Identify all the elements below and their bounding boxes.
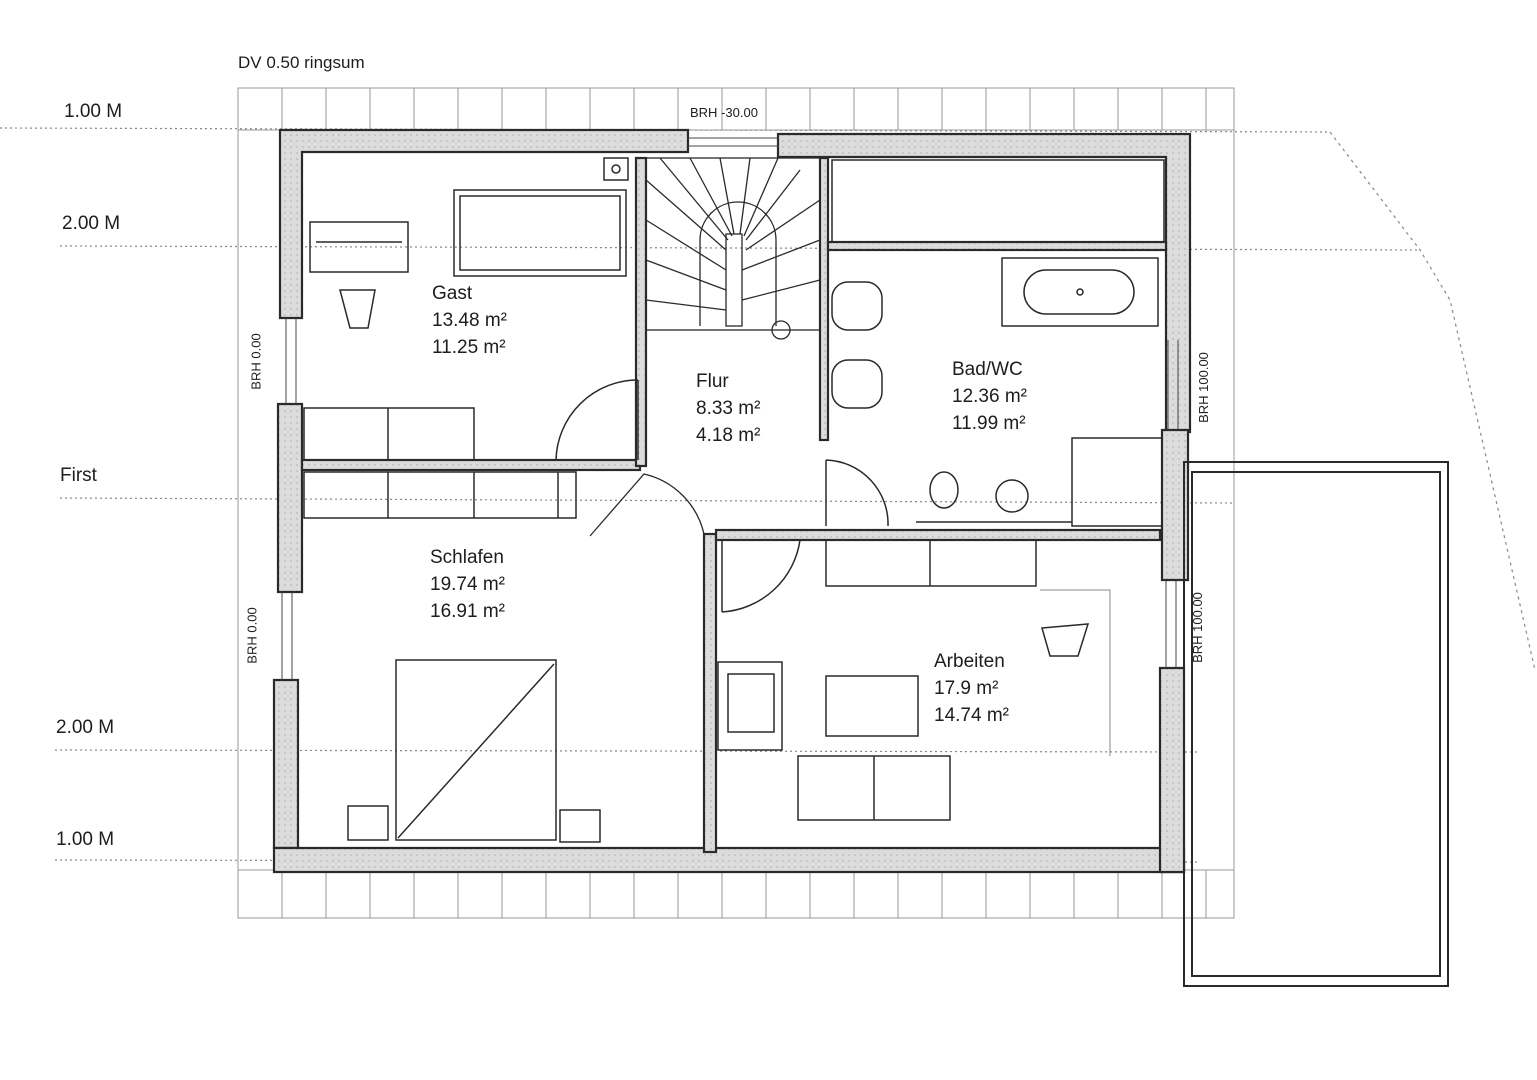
room-gast-area-gross: 13.48 m²	[432, 310, 507, 331]
arbeiten-furniture	[717, 539, 1111, 821]
room-gast-name: Gast	[432, 283, 473, 304]
room-bad: Bad/WC 12.36 m² 11.99 m²	[952, 356, 1027, 437]
gast-bed	[453, 189, 627, 277]
height-label-2m-top: 2.00 M	[62, 213, 121, 234]
arbeiten-chair	[1041, 623, 1090, 657]
roof-edge-line	[1329, 131, 1536, 671]
room-arbeiten-area-gross: 17.9 m²	[934, 678, 999, 699]
room-flur-area-net: 4.18 m²	[696, 425, 761, 446]
brh-right-upper: BRH 100.00	[1195, 352, 1211, 423]
arbeiten-door	[721, 539, 801, 613]
schlafen-furniture	[303, 471, 601, 843]
walls	[272, 128, 1192, 874]
height-label-1m-bottom: 1.00 M	[56, 829, 115, 850]
sink-2	[831, 359, 883, 409]
room-schlafen-area-gross: 19.74 m²	[430, 574, 505, 595]
windows	[281, 137, 1179, 680]
toilet-2	[995, 479, 1029, 513]
gast-door	[555, 379, 639, 461]
brh-left-lower: BRH 0.00	[244, 607, 260, 664]
nightstand-right	[559, 809, 601, 843]
height-label-2m-bottom: 2.00 M	[56, 717, 115, 738]
brh-right-lower: BRH 100.00	[1189, 592, 1205, 663]
arbeiten-cabinet	[825, 539, 1037, 587]
room-flur-area-gross: 8.33 m²	[696, 398, 761, 419]
double-bed	[395, 659, 557, 841]
brh-left-upper: BRH 0.00	[248, 333, 264, 390]
room-bad-area-net: 11.99 m²	[952, 413, 1026, 434]
room-schlafen-area-net: 16.91 m²	[430, 601, 505, 622]
gast-chair	[339, 289, 376, 329]
bad-furniture	[825, 159, 1165, 527]
height-line-2m-bottom	[54, 749, 1201, 753]
room-flur: Flur 8.33 m² 4.18 m²	[696, 368, 760, 449]
arbeiten-desk	[825, 675, 919, 737]
flur-door	[589, 473, 705, 537]
room-gast-area-net: 11.25 m²	[432, 337, 506, 358]
room-schlafen: Schlafen 19.74 m² 16.91 m²	[430, 544, 505, 625]
room-bad-name: Bad/WC	[952, 359, 1023, 380]
toilet-1	[929, 471, 959, 509]
bad-door	[825, 459, 889, 527]
schlafen-wardrobe	[303, 471, 577, 519]
room-arbeiten-name: Arbeiten	[934, 651, 1005, 672]
height-line-2m-top	[59, 245, 1421, 251]
room-flur-name: Flur	[696, 371, 729, 392]
height-line-first	[59, 497, 1236, 504]
height-line-1m-bottom	[54, 859, 1201, 863]
room-bad-area-gross: 12.36 m²	[952, 386, 1027, 407]
room-arbeiten: Arbeiten 17.9 m² 14.74 m²	[934, 648, 1009, 729]
nightstand-left	[347, 805, 389, 841]
shower	[1071, 437, 1163, 527]
gast-wardrobe	[303, 407, 475, 461]
sink-1	[831, 281, 883, 331]
gast-shelf	[309, 221, 409, 273]
staircase	[589, 157, 821, 537]
brh-top-label: BRH -30.00	[690, 105, 758, 120]
room-schlafen-name: Schlafen	[430, 547, 504, 568]
gast-sink	[603, 157, 629, 181]
overhang-note: DV 0.50 ringsum	[238, 53, 365, 72]
room-gast: Gast 13.48 m² 11.25 m²	[432, 280, 507, 361]
gast-furniture	[303, 157, 639, 461]
bathtub	[1001, 257, 1159, 327]
height-label-1m-top: 1.00 M	[64, 101, 123, 122]
balcony	[1183, 461, 1449, 987]
arbeiten-armchair	[717, 661, 783, 751]
height-label-first: First	[60, 465, 97, 486]
room-arbeiten-area-net: 14.74 m²	[934, 705, 1009, 726]
